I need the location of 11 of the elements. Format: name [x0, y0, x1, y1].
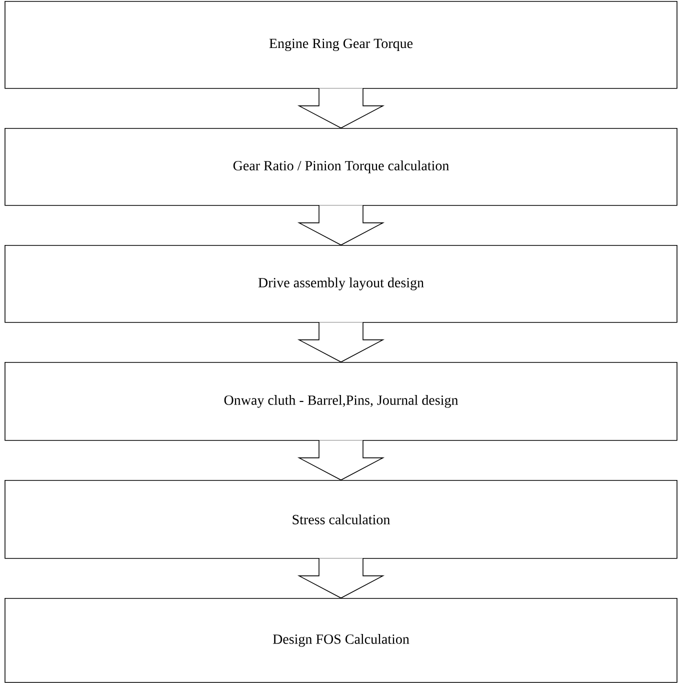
block-arrow [297, 322, 385, 362]
block-arrow [297, 558, 385, 598]
process-box: Gear Ratio / Pinion Torque calculation [4, 128, 678, 206]
block-arrow [297, 440, 385, 480]
process-box: Onway cluth - Barrel,Pins, Journal design [4, 362, 678, 441]
process-box: Drive assembly layout design [4, 245, 678, 323]
block-arrow [297, 88, 385, 128]
block-arrow [297, 204, 385, 246]
process-box: Engine Ring Gear Torque [4, 1, 678, 89]
process-box: Design FOS Calculation [4, 598, 678, 683]
process-box: Stress calculation [4, 480, 678, 559]
